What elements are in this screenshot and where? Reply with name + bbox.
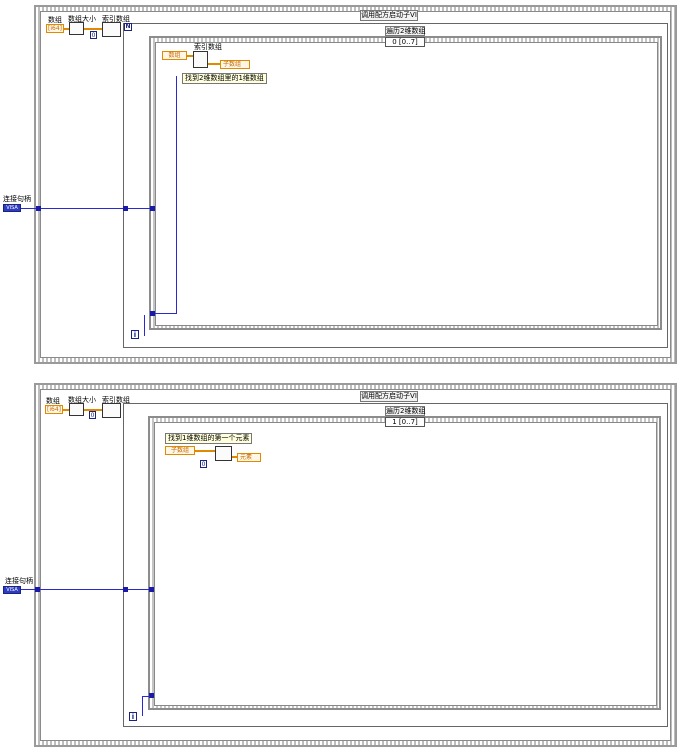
top-num-const[interactable]: 0 xyxy=(90,31,97,39)
bottom-wire-iter xyxy=(142,696,150,697)
top-wire-refnum-v xyxy=(176,76,177,314)
bottom-wire-array2 xyxy=(84,409,102,411)
top-inner-index-label: 索引数组 xyxy=(194,43,222,51)
top-refnum-control[interactable]: VISA xyxy=(3,204,21,212)
bottom-case-selector[interactable]: 1 [0..7] xyxy=(385,417,425,427)
top-label-array-size: 数组大小 xyxy=(68,15,96,23)
bottom-tunnel-4 xyxy=(149,693,154,698)
bottom-wire-iter-v xyxy=(142,696,143,716)
top-sub-array-indicator[interactable]: 子数组 xyxy=(220,60,250,69)
bottom-wire-refnum-a xyxy=(21,589,153,590)
top-index-array-node[interactable] xyxy=(102,22,121,37)
top-wire-inner xyxy=(187,55,193,57)
bottom-index-array-node[interactable] xyxy=(102,403,121,418)
bottom-sub-array-const[interactable]: 子数组 xyxy=(165,446,195,455)
bottom-tunnel-1 xyxy=(35,587,40,592)
top-tunnel-3 xyxy=(150,206,155,211)
top-wire-array2 xyxy=(84,28,102,30)
bottom-array-size-node[interactable] xyxy=(69,403,84,416)
top-case-title: 遍历2维数组 xyxy=(385,26,426,36)
top-array-size-node[interactable] xyxy=(69,22,84,35)
bottom-wire-inner xyxy=(195,450,215,452)
top-note: 找到2维数组里的1维数组 xyxy=(182,73,267,84)
bottom-tunnel-3 xyxy=(149,587,154,592)
bottom-tunnel-2 xyxy=(123,587,128,592)
top-conn-label: 连接句柄 xyxy=(3,195,31,203)
bottom-conn-label: 连接句柄 xyxy=(5,577,33,585)
bottom-label-index-array: 索引数组 xyxy=(102,396,130,404)
bottom-num-const[interactable]: 0 xyxy=(89,411,96,419)
top-outer-title: 调用配方启动子VI xyxy=(360,10,418,21)
bottom-wire-array xyxy=(63,409,69,411)
bottom-element-indicator[interactable]: 元素 xyxy=(237,453,261,462)
bottom-iteration-terminal: i xyxy=(129,712,137,721)
top-inner-index-node[interactable] xyxy=(193,51,208,68)
top-wire-array xyxy=(64,28,70,30)
top-tunnel-1 xyxy=(36,206,41,211)
bottom-case-frame[interactable] xyxy=(148,416,661,710)
top-wire-refnum-a xyxy=(21,208,153,209)
top-case-selector[interactable]: 0 [0..7] xyxy=(385,37,425,47)
top-wire-iter xyxy=(144,315,145,336)
top-iteration-terminal: i xyxy=(131,330,139,339)
top-tunnel-4 xyxy=(150,311,155,316)
bottom-refnum-control[interactable]: VISA xyxy=(3,586,21,594)
top-case-selector-text: 0 [0..7] xyxy=(392,38,418,46)
top-tunnel-2 xyxy=(123,206,128,211)
top-case-inner xyxy=(155,42,658,326)
bottom-note: 找到1维数组的第一个元素 xyxy=(165,433,253,444)
bottom-label-array-size: 数组大小 xyxy=(68,396,96,404)
bottom-wire-out xyxy=(232,456,237,458)
top-array-control[interactable]: [i64] xyxy=(46,24,64,33)
bottom-case-inner xyxy=(154,422,657,706)
bottom-num-const2[interactable]: 0 xyxy=(200,460,207,468)
bottom-outer-title: 调用配方启动子VI xyxy=(360,391,418,402)
bottom-case-title: 遍历2维数组 xyxy=(385,406,426,416)
bottom-case-selector-text: 1 [0..7] xyxy=(392,418,418,426)
top-wire-out xyxy=(208,63,220,65)
bottom-array-control[interactable]: [i64] xyxy=(45,405,63,414)
top-label-index-array: 索引数组 xyxy=(102,15,130,23)
bottom-inner-index-node[interactable] xyxy=(215,446,232,461)
top-label-data: 数组 xyxy=(48,16,62,24)
top-array-const[interactable]: 数组 xyxy=(162,51,187,60)
bottom-label-data: 数组 xyxy=(46,397,60,405)
top-count-terminal: N xyxy=(124,23,132,31)
top-wire-refnum-b xyxy=(152,313,177,314)
